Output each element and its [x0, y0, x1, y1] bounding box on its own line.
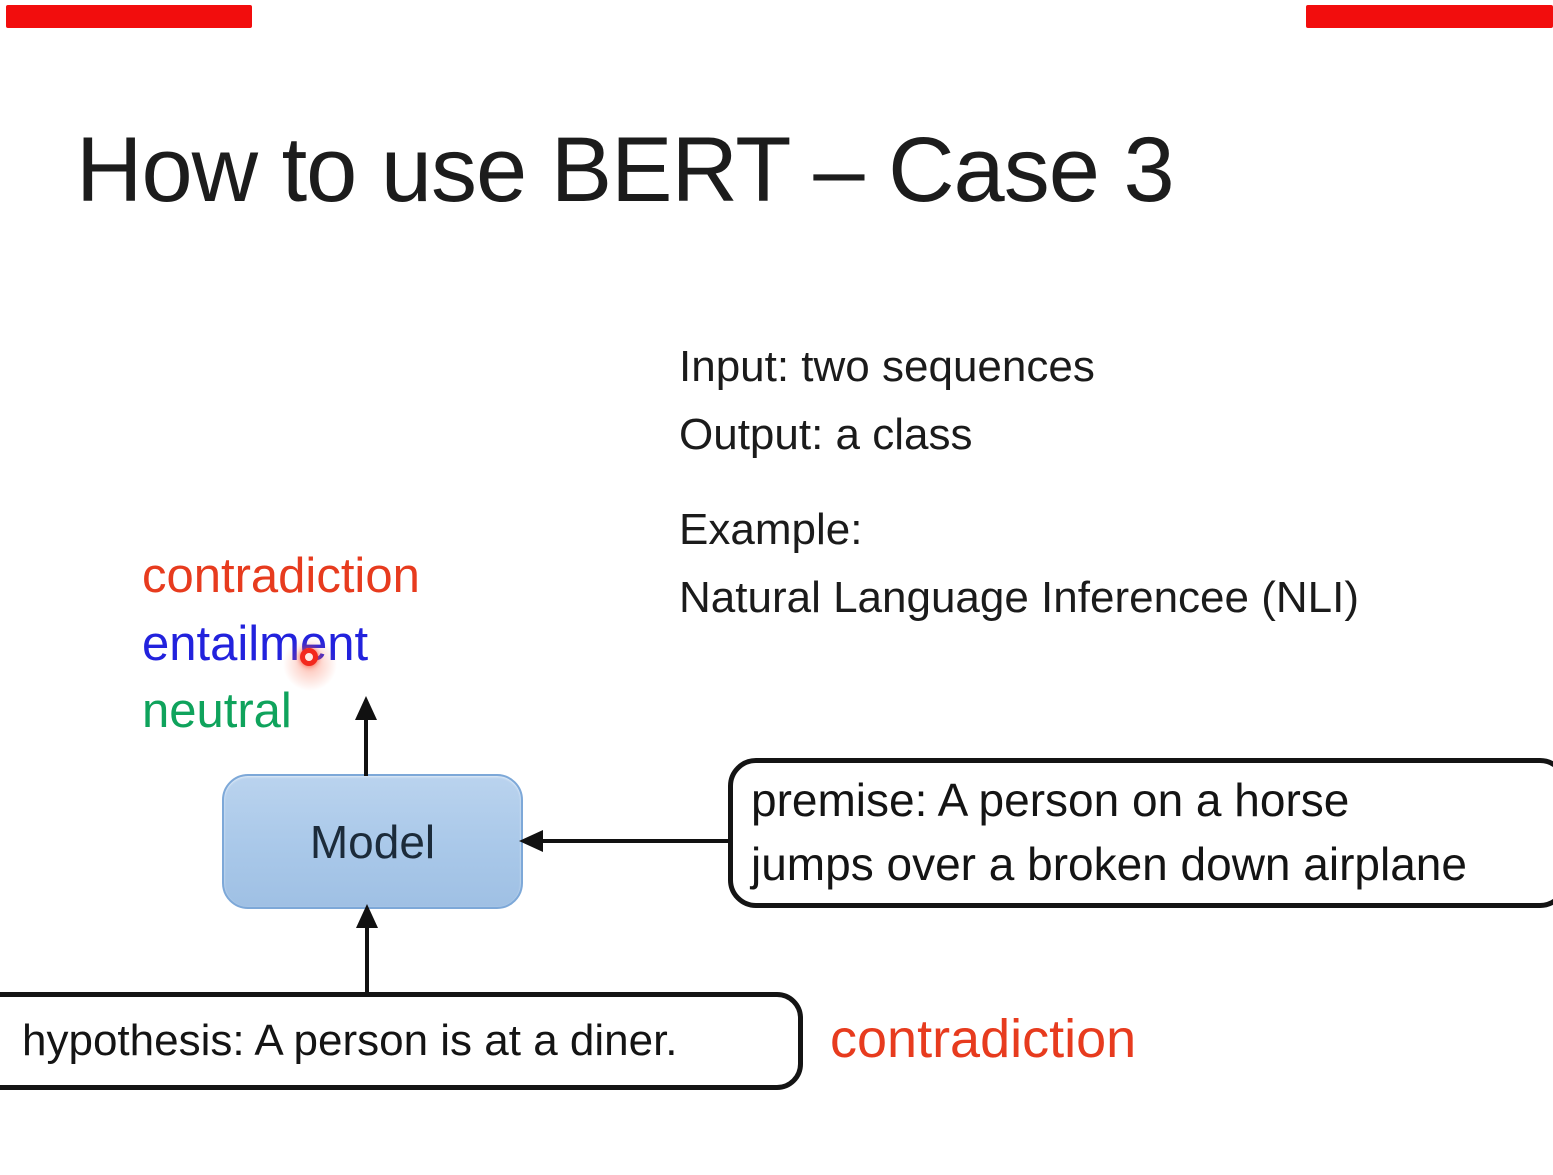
example-label: Example:: [679, 505, 863, 554]
input-spec-text: Input: two sequences: [679, 342, 1095, 391]
arrow-model-to-classes-line: [364, 716, 368, 776]
arrow-model-to-classes-head-icon: [355, 696, 377, 720]
output-spec-text: Output: a class: [679, 410, 973, 459]
model-box-label: Model: [309, 815, 436, 868]
laser-pointer-dot: [300, 648, 318, 666]
class-label-contradiction: contradiction: [142, 549, 420, 603]
arrow-hypothesis-to-model-head-icon: [356, 904, 378, 928]
predicted-class-label: contradiction: [830, 1009, 1137, 1069]
arrow-premise-to-model-line: [540, 839, 730, 843]
premise-text-line-1: premise: A person on a horse: [751, 774, 1350, 826]
premise-box: premise: A person on a horse jumps over …: [728, 758, 1553, 908]
example-task-text: Natural Language Inferencee (NLI): [679, 573, 1359, 622]
arrow-hypothesis-to-model-line: [365, 925, 369, 993]
arrow-premise-to-model-head-icon: [519, 830, 543, 852]
model-box: Model: [222, 774, 523, 909]
hypothesis-text: hypothesis: A person is at a diner.: [22, 1016, 678, 1065]
hypothesis-box: hypothesis: A person is at a diner.: [0, 992, 803, 1090]
class-label-entailment: entailment: [142, 617, 369, 671]
top-left-red-bar: [6, 5, 252, 28]
slide-title: How to use BERT – Case 3: [76, 119, 1175, 221]
class-label-neutral: neutral: [142, 684, 292, 738]
top-right-red-bar: [1306, 5, 1553, 28]
premise-text-line-2: jumps over a broken down airplane: [751, 838, 1467, 890]
